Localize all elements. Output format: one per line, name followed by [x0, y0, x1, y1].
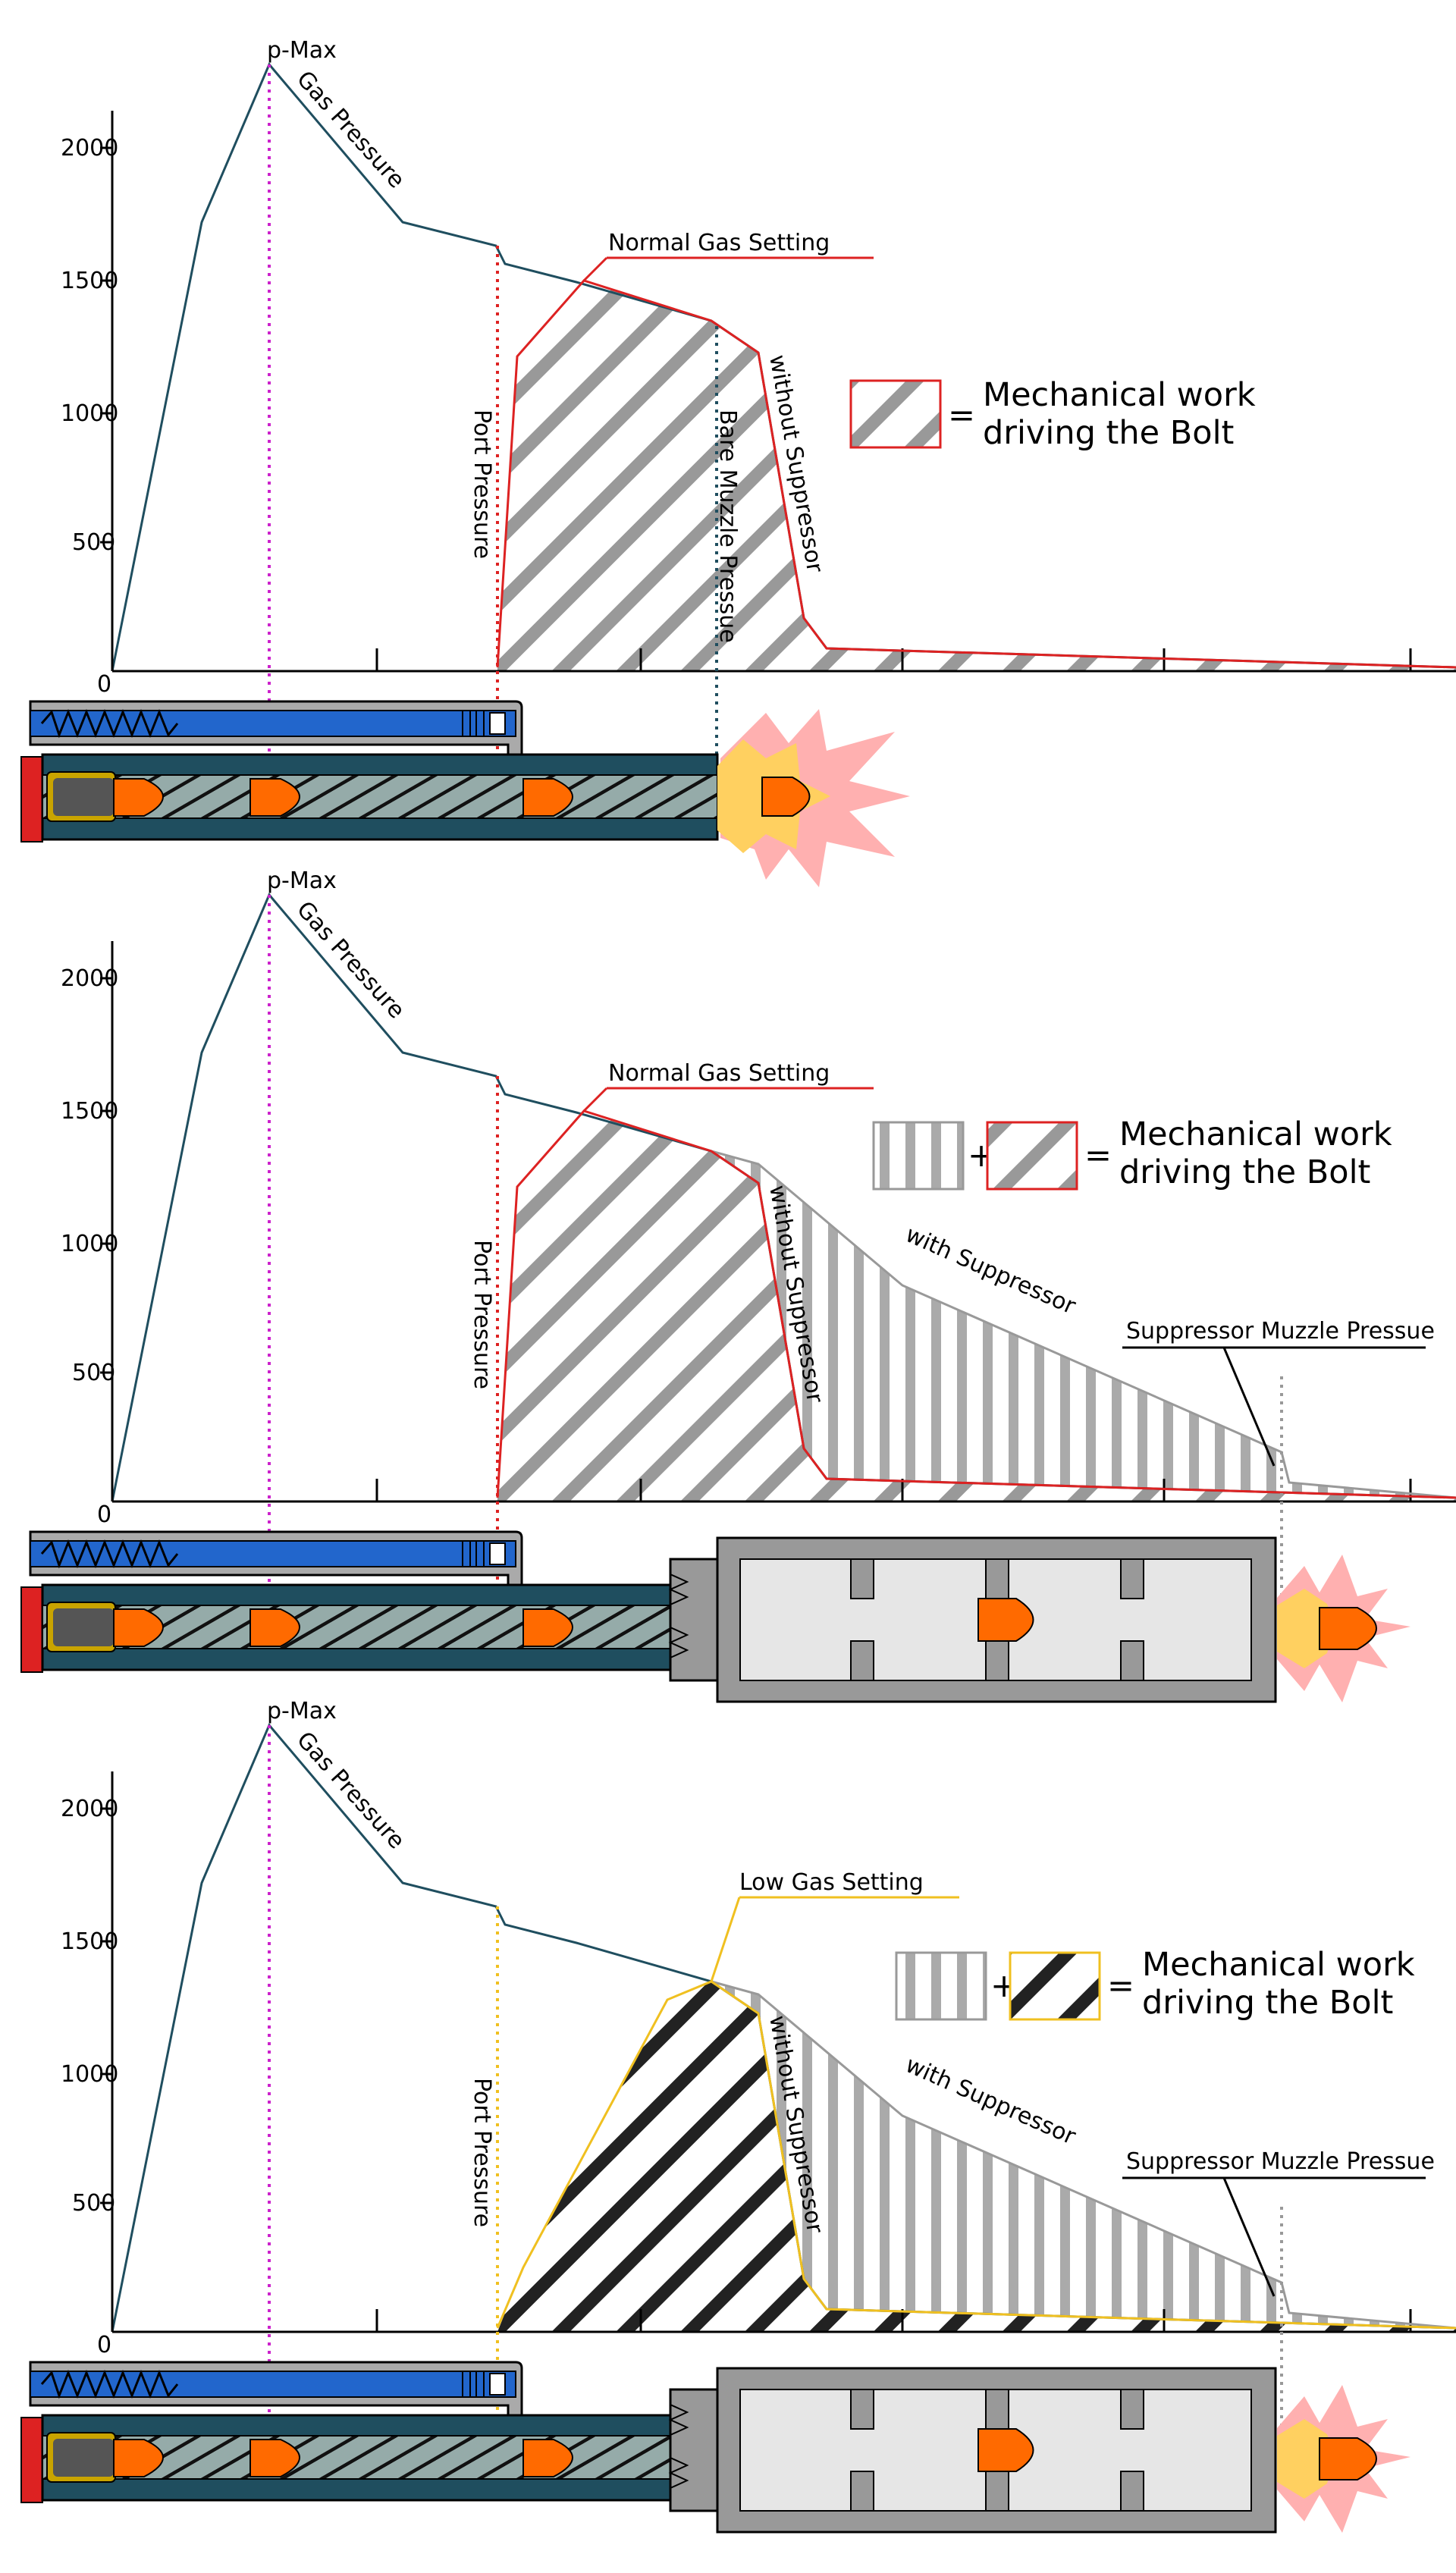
suppressor-curve	[711, 1980, 1456, 2330]
work-area-hatched-red	[497, 281, 1456, 671]
y-tick-500: 500	[72, 529, 115, 556]
svg-text:1500: 1500	[61, 1928, 118, 1955]
muzzle-flash	[1277, 1555, 1410, 1702]
svg-text:1000: 1000	[61, 2061, 118, 2088]
work-area-suppressor-stripes	[711, 1151, 1456, 1501]
low-gas-curve	[496, 1980, 1456, 2330]
panel-1: 2000 1500 1000 500 0 p-Max Gas Pressure …	[20, 37, 1456, 887]
panel-3: 2000 1500 1000 500 0 p-Max Gas Pressure …	[20, 1698, 1456, 2534]
work-area-hatched-red	[497, 1111, 1456, 1501]
muzzle-flash	[1277, 2385, 1410, 2533]
svg-text:1500: 1500	[61, 1098, 118, 1125]
gas-setting-label: Normal Gas Setting	[608, 230, 830, 256]
p-max-label: p-Max	[267, 1698, 337, 1724]
legend: = Mechanical work driving the Bolt	[849, 376, 1256, 452]
legend: + = Mechanical work driving the Bolt	[895, 1946, 1415, 2022]
legend-text-line-1: Mechanical work	[983, 376, 1256, 414]
gas-pressure-label: Gas Pressure	[291, 1727, 410, 1854]
normal-gas-curve	[496, 1109, 1456, 1499]
p-max-label: p-Max	[267, 37, 337, 64]
port-pressure-label: Port Pressure	[469, 409, 495, 559]
gas-setting-label: Normal Gas Setting	[608, 1060, 830, 1087]
legend-text-line-2: driving the Bolt	[1119, 1153, 1370, 1191]
svg-text:=: =	[1084, 1137, 1112, 1175]
work-area-suppressor-stripes	[711, 1982, 1456, 2332]
svg-text:=: =	[948, 397, 975, 435]
muzzle-pressure-label: Bare Muzzle Pressue	[714, 409, 741, 643]
gas-setting-label: Low Gas Setting	[739, 1869, 924, 1896]
y-tick-2000: 2000	[61, 135, 118, 162]
legend-text-line-2: driving the Bolt	[1142, 1984, 1393, 2022]
port-pressure-label: Port Pressure	[469, 1240, 495, 1389]
muzzle-pressure-label: Suppressor Muzzle Pressue	[1126, 1318, 1435, 1345]
panel-2: 2000 1500 1000 500 0 p-Max Gas Pressure …	[20, 868, 1456, 1703]
y-tick-0: 0	[97, 671, 111, 698]
port-pressure-label: Port Pressure	[469, 2078, 495, 2227]
svg-text:0: 0	[97, 1501, 111, 1528]
svg-text:=: =	[1107, 1967, 1134, 2005]
work-area-hatched-dark	[497, 1982, 1456, 2332]
svg-text:2000: 2000	[61, 1796, 118, 1822]
svg-text:1000: 1000	[61, 1231, 118, 1257]
legend-text-line-2: driving the Bolt	[983, 414, 1234, 452]
svg-text:500: 500	[72, 1360, 115, 1386]
gas-pressure-label: Gas Pressure	[291, 66, 410, 193]
muzzle-flash	[717, 709, 910, 887]
svg-text:500: 500	[72, 2190, 115, 2217]
rifle-with-suppressor	[20, 1530, 1410, 1703]
p-max-label: p-Max	[267, 868, 337, 894]
normal-gas-curve	[496, 279, 1456, 669]
legend-text-line-1: Mechanical work	[1142, 1946, 1415, 1984]
y-tick-1000: 1000	[61, 400, 118, 427]
suppressor-curve	[711, 1150, 1456, 1499]
legend-text-line-1: Mechanical work	[1119, 1115, 1392, 1153]
legend: + = Mechanical work driving the Bolt	[872, 1115, 1392, 1191]
gas-pressure-label: Gas Pressure	[291, 896, 410, 1024]
muzzle-pressure-label: Suppressor Muzzle Pressue	[1126, 2148, 1435, 2175]
y-tick-1500: 1500	[61, 268, 118, 294]
svg-text:0: 0	[97, 2332, 111, 2358]
rifle-bare-muzzle	[20, 700, 910, 887]
rifle-with-suppressor	[20, 2361, 1410, 2534]
svg-text:2000: 2000	[61, 965, 118, 992]
